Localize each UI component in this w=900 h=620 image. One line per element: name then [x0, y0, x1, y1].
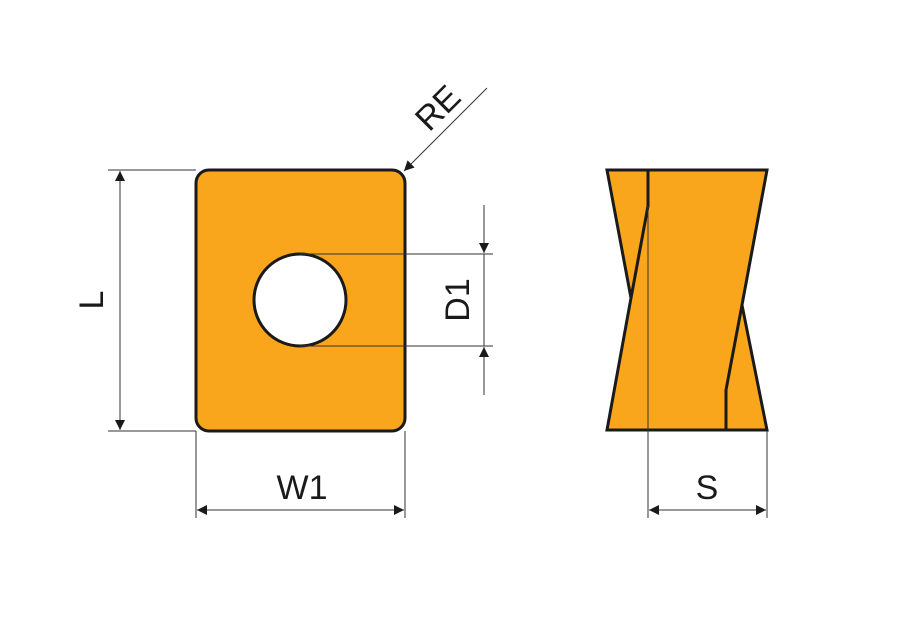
center-hole: [252, 252, 348, 348]
dimension-s: [647, 206, 768, 518]
dimension-re: [403, 87, 488, 172]
label-l: L: [73, 291, 111, 310]
dimension-d1: [300, 205, 493, 395]
side-view: [605, 168, 769, 432]
dimension-w1: [195, 431, 406, 518]
label-w1: W1: [277, 469, 328, 507]
label-s: S: [696, 469, 719, 507]
side-edge-right: [724, 304, 744, 430]
front-view: [194, 168, 407, 433]
label-re: RE: [408, 78, 468, 138]
dimension-l: [108, 169, 196, 432]
side-body: [605, 168, 769, 432]
label-d1: D1: [439, 278, 477, 321]
